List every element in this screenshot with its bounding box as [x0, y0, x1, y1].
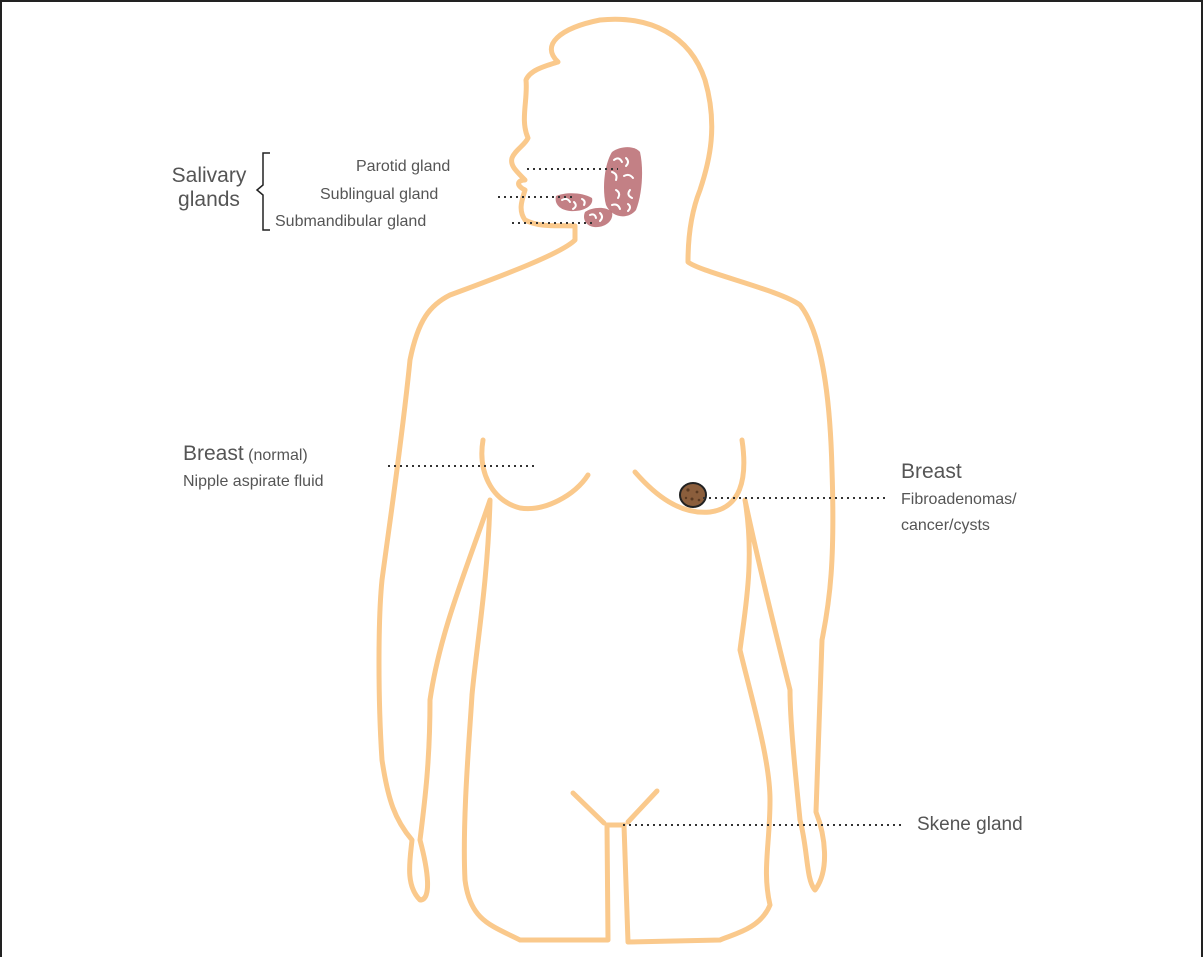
salivary-glands-line1: Salivary [160, 164, 258, 188]
salivary-bracket [257, 153, 270, 230]
breast-disease-line2: cancer/cysts [901, 517, 990, 535]
breast-mass [680, 483, 706, 507]
breast-normal-title: Breast [183, 442, 244, 465]
parotid-gland [604, 147, 642, 216]
groin-left [573, 793, 604, 823]
submandibular-gland-label: Submandibular gland [275, 213, 426, 231]
breast-disease-line1: Fibroadenomas/ [901, 491, 1017, 509]
breast-normal-label: Breast (normal) [183, 442, 308, 466]
groin-right [628, 791, 657, 822]
breast-normal-sub: Nipple aspirate fluid [183, 473, 324, 491]
breast-disease-title: Breast [901, 460, 962, 484]
skene-gland-label: Skene gland [917, 814, 1023, 836]
parotid-gland-label: Parotid gland [356, 158, 450, 176]
sublingual-gland-label: Sublingual gland [320, 186, 438, 204]
sublingual-gland [556, 193, 593, 211]
salivary-glands-line2: glands [160, 188, 258, 212]
breast-left-curve [482, 440, 588, 509]
submandibular-gland [584, 208, 612, 227]
salivary-glands-label: Salivary glands [160, 164, 258, 212]
breast-normal-qualifier: (normal) [248, 447, 308, 464]
